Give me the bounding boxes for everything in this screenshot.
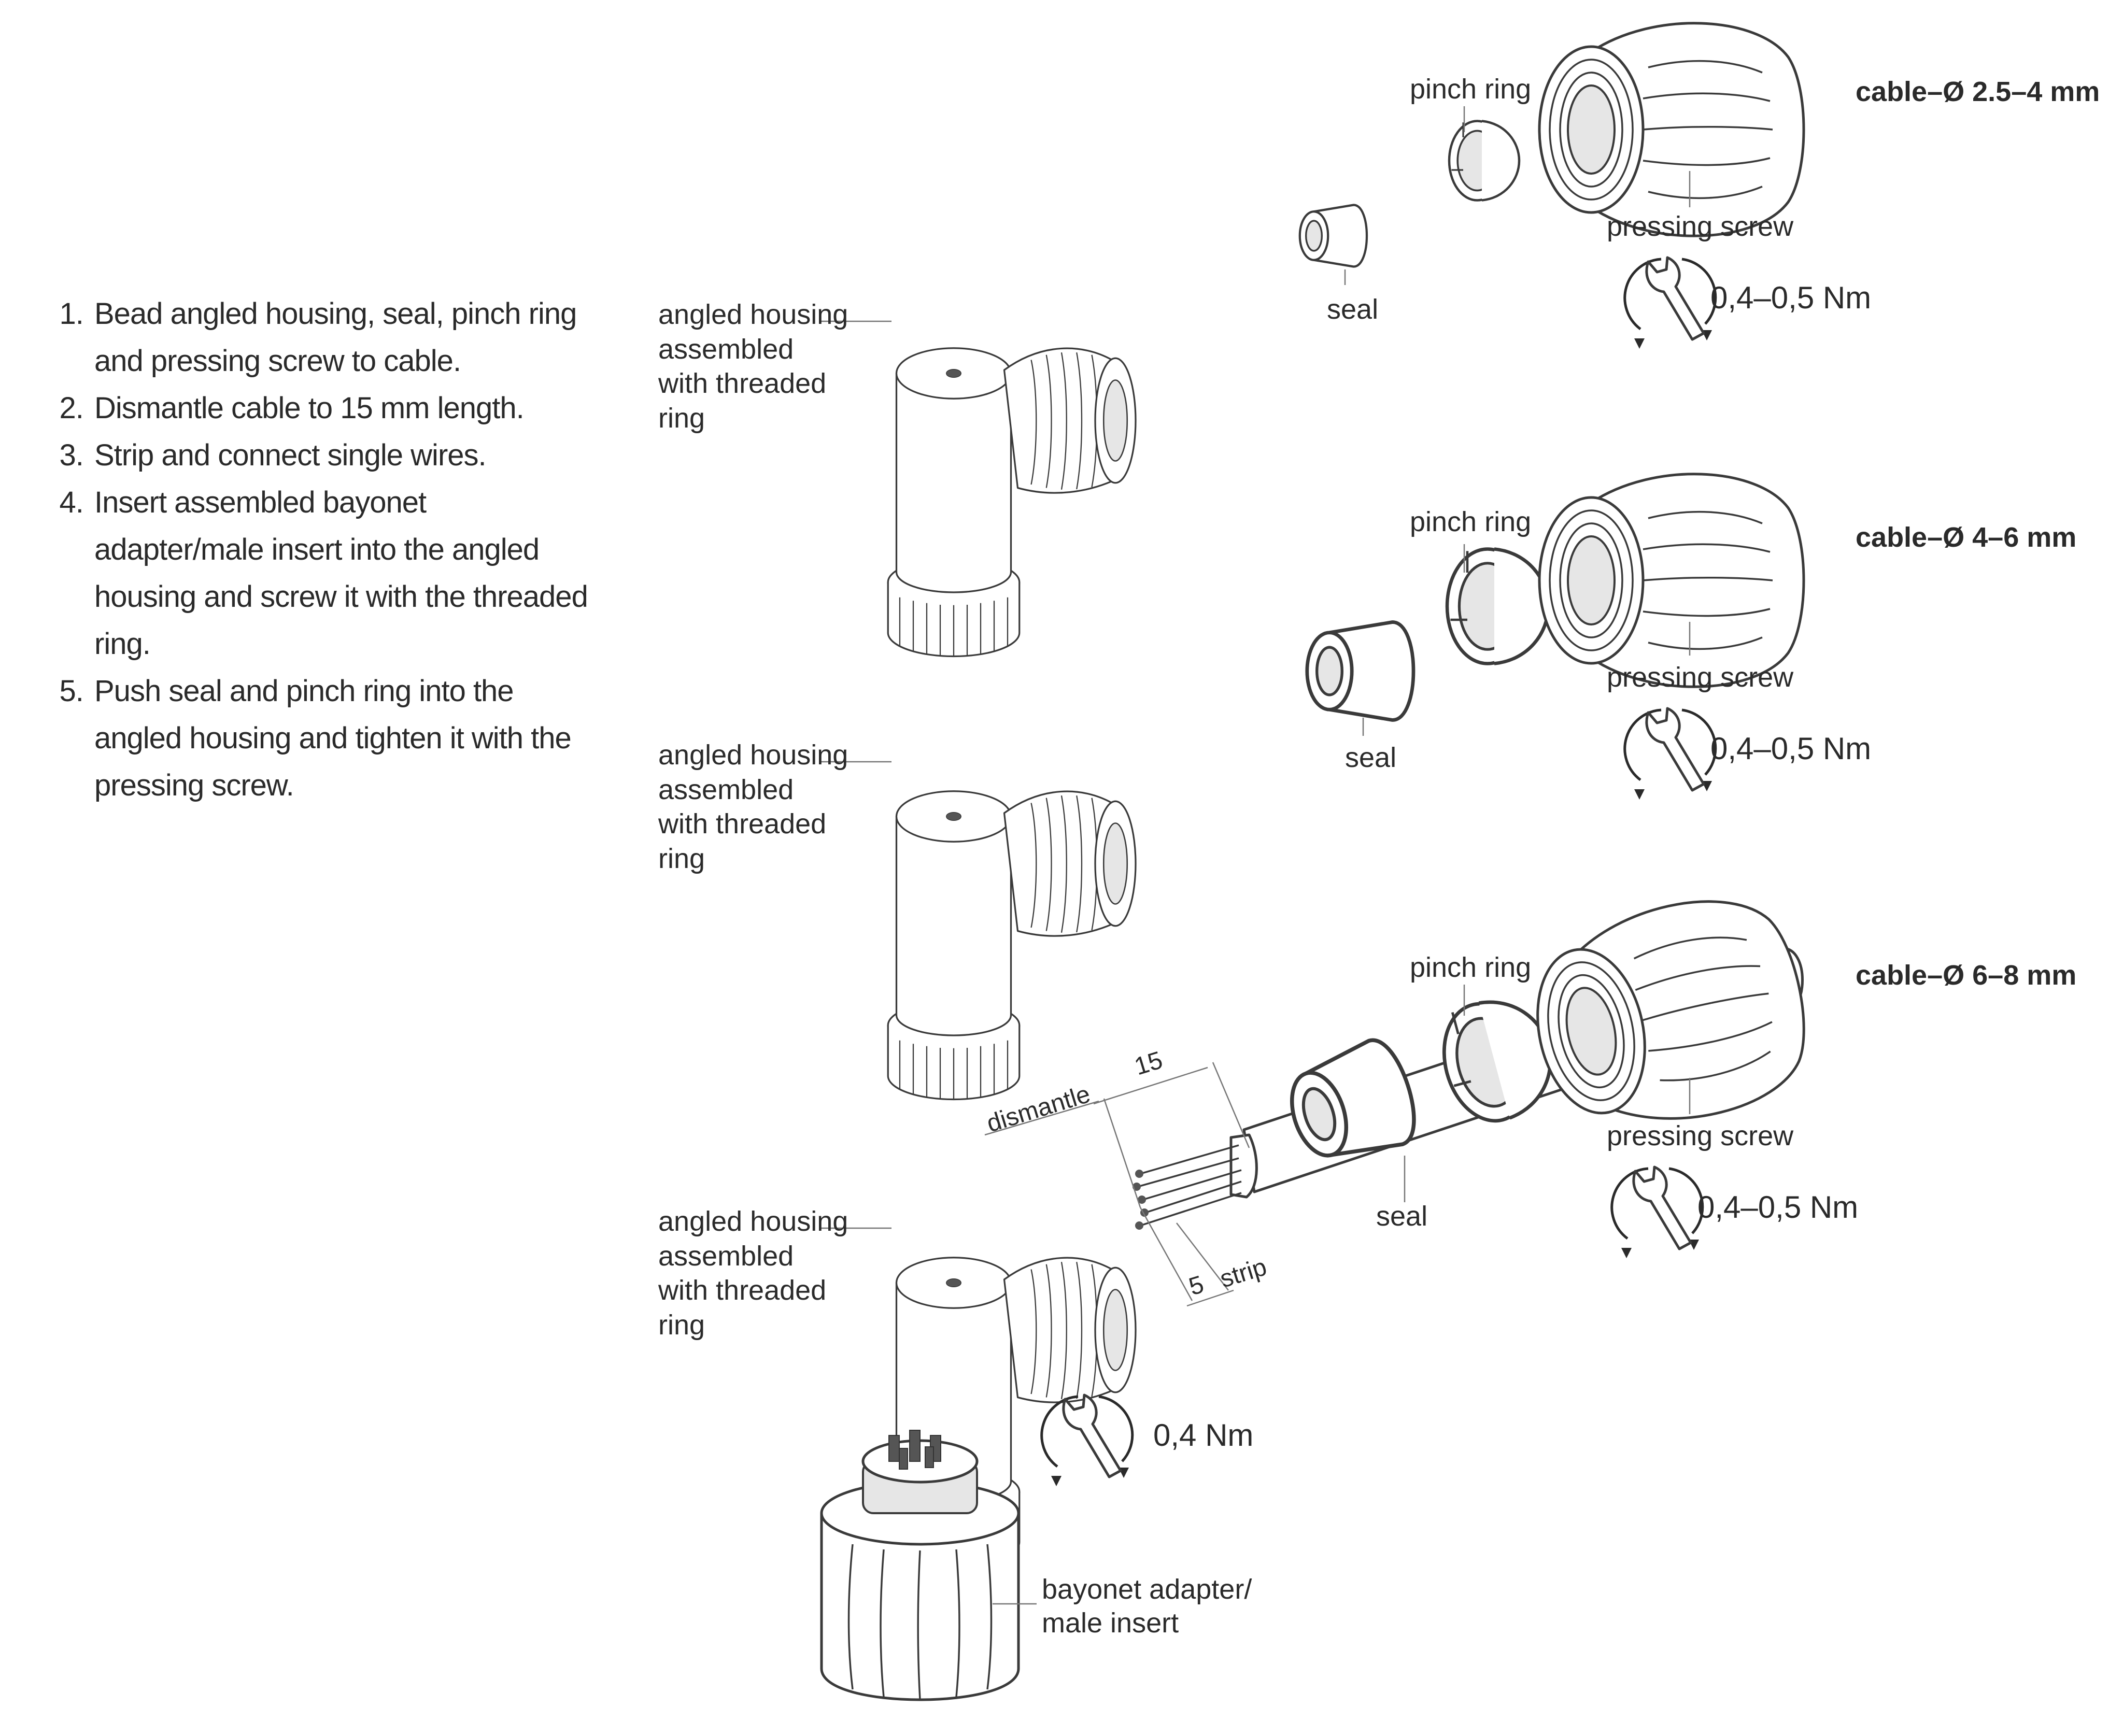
svg-text:angled housing: angled housing — [658, 1206, 848, 1237]
svg-text:ring: ring — [658, 1310, 705, 1341]
pressing-screw-label: pressing screw — [1607, 211, 1794, 242]
housing-label-2: angled housing assembled with threaded r… — [658, 739, 848, 874]
torque-wrench-icon — [1612, 1167, 1703, 1258]
torque-value-large: 0,4–0,5 Nm — [1697, 1190, 1858, 1225]
pinch-ring-label: pinch ring — [1410, 952, 1531, 983]
torque-wrench-icon — [1042, 1395, 1133, 1486]
instruction-step-4: Insert assembled bayonet adapter/male in… — [91, 479, 589, 667]
svg-text:assembled: assembled — [658, 1241, 794, 1272]
svg-text:angled housing: angled housing — [658, 299, 848, 330]
seal-medium — [1307, 622, 1413, 720]
svg-text:with threaded: with threaded — [658, 808, 826, 839]
pinch-ring-label: pinch ring — [1410, 74, 1531, 105]
svg-text:with threaded: with threaded — [658, 368, 826, 399]
strip-dimension: 5 — [1186, 1271, 1207, 1301]
svg-text:with threaded: with threaded — [658, 1275, 826, 1306]
bayonet-adapter-label: male insert — [1042, 1607, 1179, 1639]
cable-size-small: cable–Ø 2.5–4 mm — [1856, 76, 2100, 107]
housing-label-1: angled housing assembled with threaded r… — [658, 299, 848, 434]
dimension-lines — [984, 1062, 1250, 1307]
torque-wrench-icon — [1625, 258, 1716, 349]
pinch-ring-medium — [1447, 549, 1548, 664]
bayonet-adapter-label: bayonet adapter/ — [1042, 1574, 1252, 1605]
cable-size-large: cable–Ø 6–8 mm — [1856, 960, 2076, 991]
instruction-step-5: Push seal and pinch ring into the angled… — [91, 667, 589, 809]
svg-text:assembled: assembled — [658, 334, 794, 365]
svg-text:ring: ring — [658, 403, 705, 434]
svg-text:angled housing: angled housing — [658, 739, 848, 771]
pressing-screw-medium — [1539, 474, 1804, 687]
seal-label: seal — [1376, 1201, 1427, 1232]
torque-wrench-icon — [1625, 708, 1716, 800]
torque-value-medium: 0,4–0,5 Nm — [1710, 731, 1871, 766]
cable-assembly — [1133, 883, 1821, 1230]
angled-housing-2 — [887, 790, 1137, 1101]
svg-text:ring: ring — [658, 843, 705, 874]
pressing-screw-label: pressing screw — [1607, 1120, 1794, 1151]
seal-label: seal — [1327, 294, 1378, 325]
pressing-screw-small — [1539, 23, 1804, 236]
torque-value-small: 0,4–0,5 Nm — [1710, 280, 1871, 315]
instruction-step-2: Dismantle cable to 15 mm length. — [91, 385, 589, 432]
angled-housing-1 — [887, 347, 1137, 658]
assembly-instructions: Bead angled housing, seal, pinch ring an… — [47, 290, 589, 809]
pressing-screw-label: pressing screw — [1607, 662, 1794, 693]
dismantle-dimension: 15 — [1131, 1046, 1166, 1080]
instruction-step-1: Bead angled housing, seal, pinch ring an… — [91, 290, 589, 385]
housing-label-3: angled housing assembled with threaded r… — [658, 1206, 848, 1341]
torque-value-threaded-ring: 0,4 Nm — [1153, 1418, 1253, 1453]
seal-label: seal — [1345, 742, 1396, 773]
svg-text:assembled: assembled — [658, 774, 794, 805]
cable-size-medium: cable–Ø 4–6 mm — [1856, 522, 2076, 553]
seal-small — [1300, 205, 1367, 267]
pinch-ring-small — [1449, 121, 1519, 201]
pinch-ring-label: pinch ring — [1410, 506, 1531, 537]
bayonet-adapter — [820, 1430, 1020, 1701]
pressing-screw-large — [1519, 883, 1821, 1146]
instruction-step-3: Strip and connect single wires. — [91, 432, 589, 479]
strip-label: strip — [1217, 1253, 1270, 1293]
